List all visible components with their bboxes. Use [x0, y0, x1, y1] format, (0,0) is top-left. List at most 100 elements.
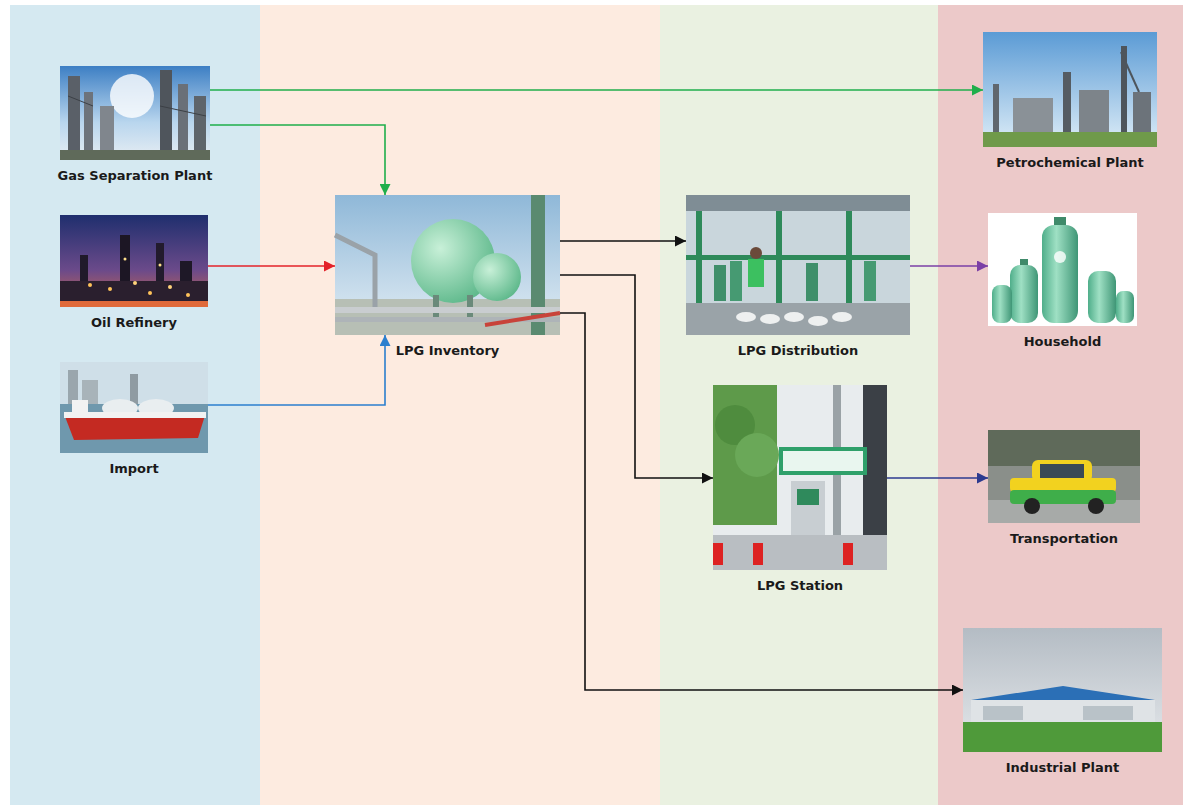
ship-photo-part — [60, 362, 208, 453]
refinery-photo-part — [60, 281, 208, 307]
gas-plant-photo-part — [160, 106, 206, 116]
taxi-photo-part — [1040, 464, 1084, 478]
gas-plant-photo-part — [160, 70, 172, 160]
flow-arrow — [560, 313, 963, 690]
factory-photo — [963, 628, 1162, 752]
refinery-photo-part — [60, 301, 208, 307]
taxi-photo-part — [1024, 498, 1040, 514]
factory-photo-part — [963, 722, 1162, 752]
gas-plant-photo-part — [68, 96, 93, 106]
cylinder-filling-photo-part — [714, 265, 726, 301]
gas-plant-photo-part — [60, 66, 210, 160]
gas-cylinders-photo — [988, 213, 1137, 326]
node-label: LPG Station — [713, 578, 887, 594]
fuel-station-photo-part — [843, 543, 853, 565]
factory-photo-part — [971, 700, 1155, 722]
gas-cylinders-photo-part — [1088, 271, 1116, 323]
flow-arrow — [560, 240, 686, 242]
gas-cylinders-photo-part — [1010, 265, 1038, 323]
picture-node: Transportation — [988, 430, 1140, 547]
taxi-photo-part — [988, 430, 1140, 523]
refinery-photo-part — [133, 281, 137, 285]
cylinder-filling-photo-part — [760, 314, 780, 324]
fuel-station-photo-part — [713, 543, 723, 565]
storage-tank-photo-part — [335, 299, 560, 335]
picture-area — [60, 215, 208, 307]
gas-cylinders-photo-part — [992, 285, 1012, 323]
ship-photo — [60, 362, 208, 453]
flow-arrow — [210, 125, 385, 195]
ship-photo-part — [68, 370, 78, 404]
picture-node: Gas Separation Plant — [56, 66, 215, 184]
picture-area — [988, 430, 1140, 523]
picture-area — [983, 32, 1157, 147]
cylinder-filling-photo-part — [832, 312, 852, 322]
fuel-station-photo-part — [797, 489, 819, 505]
gas-cylinders-photo-part — [988, 213, 1137, 326]
picture-node: LPG Distribution — [686, 195, 910, 359]
picture-area — [963, 628, 1162, 752]
refinery-photo-part — [159, 264, 162, 267]
fuel-station-photo — [713, 385, 887, 570]
refinery-photo-part — [60, 215, 208, 307]
picture-area — [335, 195, 560, 335]
cylinder-filling-photo-part — [806, 263, 818, 301]
flow-arrow — [210, 89, 983, 91]
cylinder-filling-photo — [686, 195, 910, 335]
picture-area — [686, 195, 910, 335]
gas-plant-photo-part — [84, 92, 93, 160]
flow-arrow — [208, 265, 335, 267]
node-label: Petrochemical Plant — [983, 155, 1157, 171]
gas-cylinders-photo-part — [1054, 251, 1066, 263]
gas-cylinders-photo-part — [1042, 225, 1078, 323]
channel-band — [660, 5, 938, 805]
petrochemical-photo-part — [993, 84, 999, 134]
picture-node: Import — [60, 362, 208, 477]
refinery-photo-part — [186, 293, 190, 297]
storage-tank-photo — [335, 195, 560, 335]
picture-area — [713, 385, 887, 570]
storage-tank-photo-part — [335, 307, 560, 313]
gas-plant-photo — [60, 66, 210, 160]
refinery-photo-part — [168, 285, 172, 289]
factory-photo-part — [963, 628, 1162, 752]
picture-area — [60, 66, 210, 160]
gas-cylinders-photo-part — [1116, 291, 1134, 323]
refinery-photo — [60, 215, 208, 307]
picture-area — [60, 362, 208, 453]
ship-photo-part — [130, 374, 138, 404]
taxi-photo-part — [1088, 498, 1104, 514]
node-label: LPG Distribution — [686, 343, 910, 359]
node-label: Oil Refinery — [60, 315, 208, 331]
gas-cylinders-photo-part — [1054, 217, 1066, 225]
cylinder-filling-photo-part — [686, 255, 910, 260]
picture-area — [988, 213, 1137, 326]
node-label: Gas Separation Plant — [56, 168, 215, 184]
node-label: LPG Inventory — [335, 343, 560, 359]
picture-node: LPG Station — [713, 385, 887, 594]
fuel-station-photo-part — [753, 543, 763, 565]
cylinder-filling-photo-part — [686, 303, 910, 335]
storage-tank-photo-part — [335, 235, 375, 307]
flow-arrow — [887, 477, 988, 479]
picture-node: Petrochemical Plant — [983, 32, 1157, 171]
picture-node: LPG Inventory — [335, 195, 560, 359]
cylinder-filling-photo-part — [686, 195, 910, 211]
gas-plant-photo-part — [110, 74, 154, 118]
consumer-band — [938, 5, 1183, 805]
node-label: Household — [988, 334, 1137, 350]
cylinder-filling-photo-part — [730, 261, 742, 301]
gas-plant-photo-part — [178, 84, 188, 160]
flow-arrow — [208, 335, 385, 405]
factory-photo-part — [983, 706, 1023, 720]
petrochemical-photo — [983, 32, 1157, 147]
fuel-station-photo-part — [713, 385, 887, 570]
gas-plant-photo-part — [60, 150, 210, 160]
storage-tank-photo-part — [485, 313, 560, 325]
storage-tank-photo-part — [335, 195, 560, 335]
petrochemical-photo-part — [1133, 92, 1151, 134]
cylinder-filling-photo-part — [736, 312, 756, 322]
cylinder-filling-photo-part — [748, 259, 764, 287]
